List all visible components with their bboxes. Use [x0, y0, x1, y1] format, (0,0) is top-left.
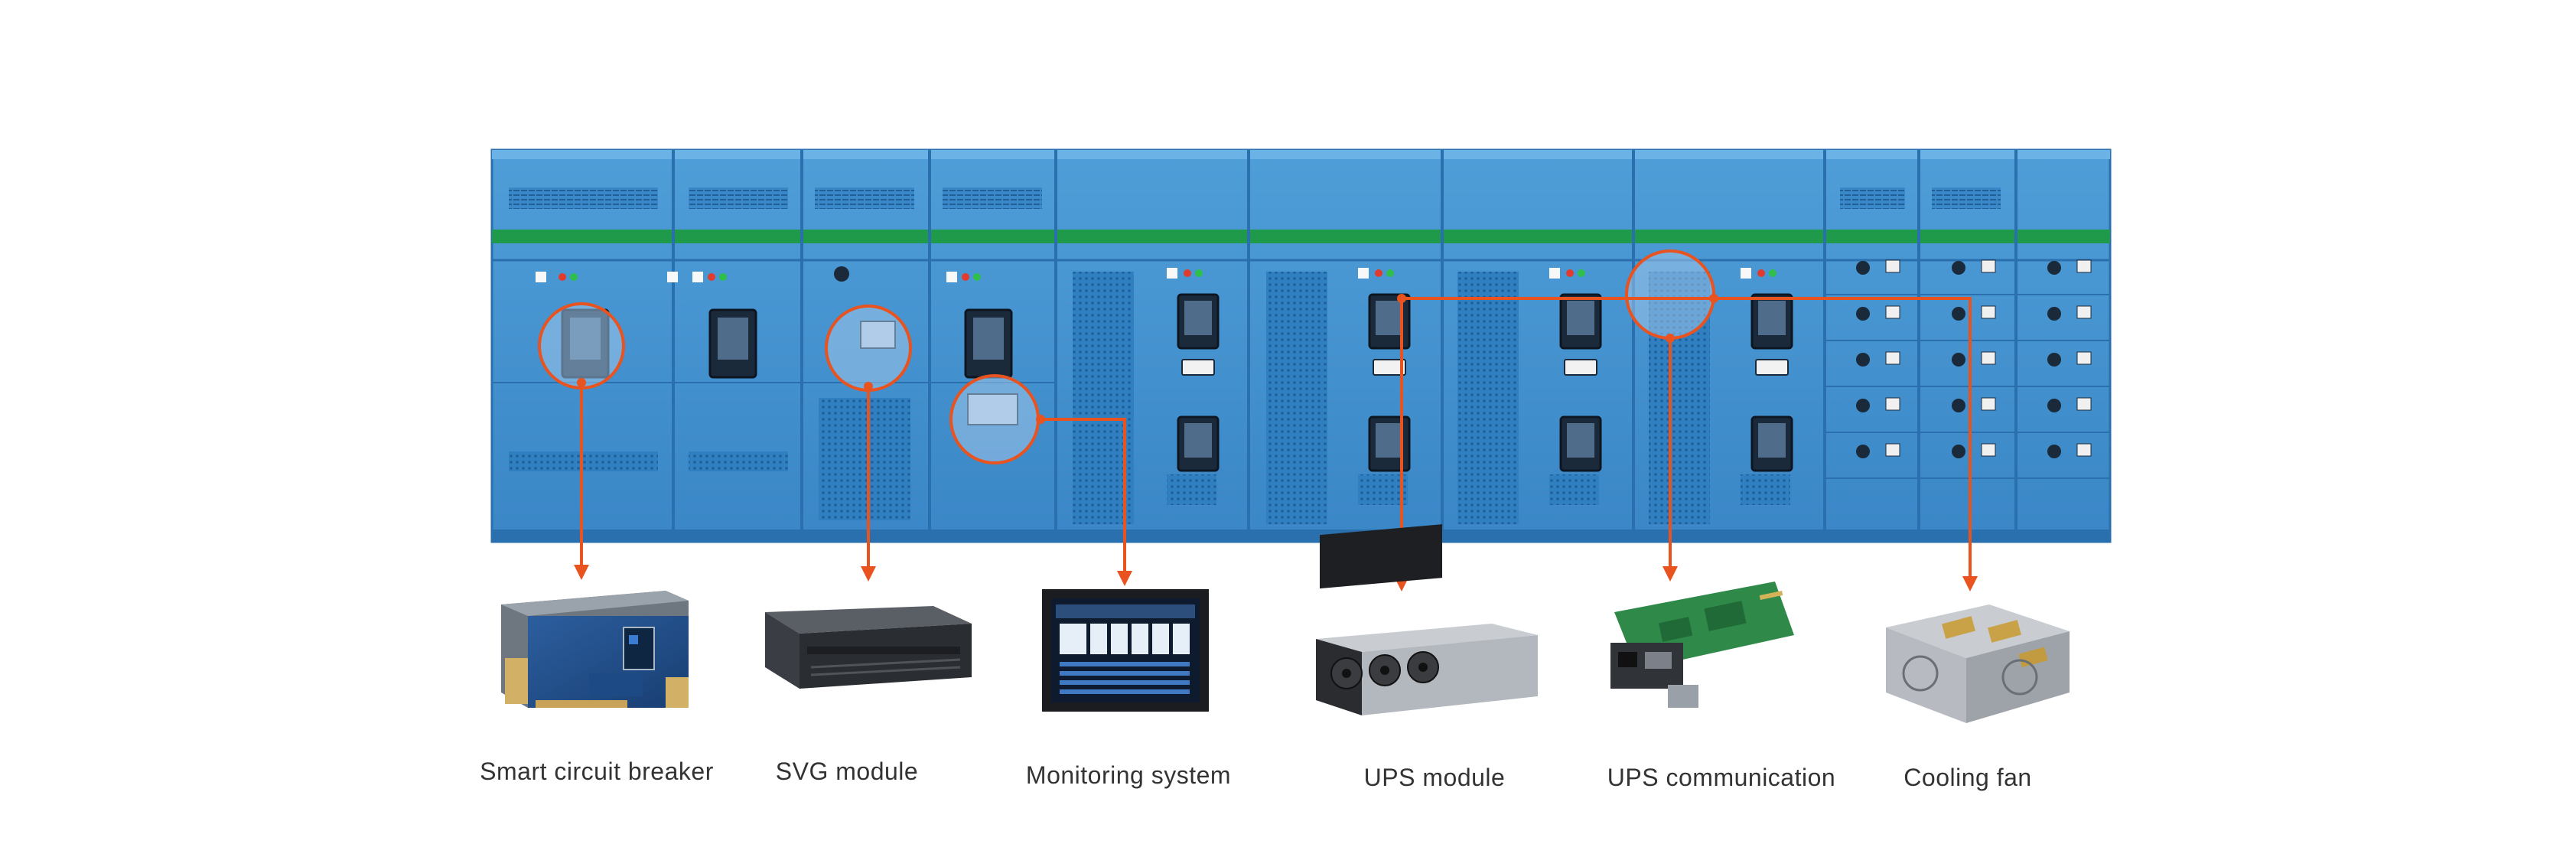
ups-module-icon — [1316, 524, 1538, 715]
cooling-fan-icon — [1886, 604, 2070, 723]
network-card-icon — [1610, 582, 1794, 708]
caption-ups-communication: UPS communication — [1607, 764, 1836, 791]
caption-svg-module: SVG module — [775, 758, 919, 785]
switchgear-lineup — [490, 148, 2112, 543]
mcc-drawers — [1825, 294, 2110, 479]
caption-monitoring-system: Monitoring system — [1025, 761, 1232, 789]
caption-ups-module: UPS module — [1363, 764, 1506, 791]
highlight-circles — [538, 249, 1715, 464]
monitoring-screen-icon — [1042, 589, 1209, 712]
caption-smart-circuit-breaker: Smart circuit breaker — [480, 758, 714, 785]
name-strip — [492, 230, 2110, 243]
svg-module-icon — [765, 606, 972, 689]
caption-cooling-fan: Cooling fan — [1904, 764, 2032, 791]
control-lamps — [536, 266, 1776, 282]
connector-arrows — [580, 297, 1972, 578]
circuit-breaker-icon — [501, 591, 689, 708]
